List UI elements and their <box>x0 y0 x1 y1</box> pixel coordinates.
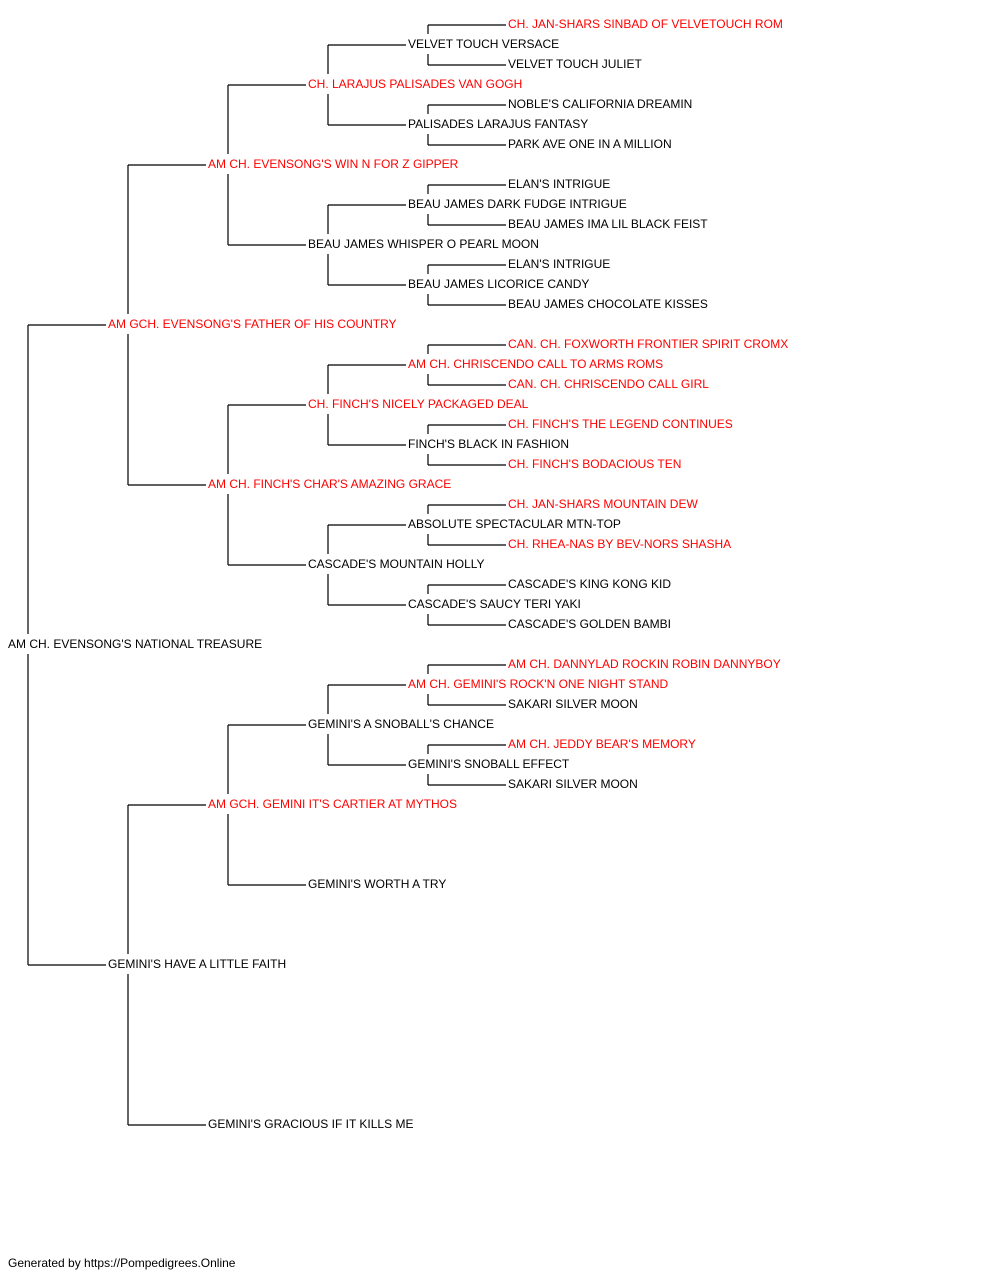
ancestor-name: BEAU JAMES LICORICE CANDY <box>408 277 589 291</box>
ancestor-name: CASCADE'S MOUNTAIN HOLLY <box>308 557 485 571</box>
champion-ancestor-name: AM CH. FINCH'S CHAR'S AMAZING GRACE <box>208 477 451 491</box>
ancestor-name: ELAN'S INTRIGUE <box>508 177 610 191</box>
ancestor-name: PALISADES LARAJUS FANTASY <box>408 117 588 131</box>
champion-ancestor-name: AM CH. EVENSONG'S WIN N FOR Z GIPPER <box>208 157 459 171</box>
champion-ancestor-name: CAN. CH. CHRISCENDO CALL GIRL <box>508 377 709 391</box>
champion-ancestor-name: AM CH. JEDDY BEAR'S MEMORY <box>508 737 696 751</box>
ancestor-name: VELVET TOUCH JULIET <box>508 57 642 71</box>
ancestor-name: GEMINI'S A SNOBALL'S CHANCE <box>308 717 494 731</box>
ancestor-name: BEAU JAMES WHISPER O PEARL MOON <box>308 237 539 251</box>
ancestor-name: GEMINI'S WORTH A TRY <box>308 877 446 891</box>
champion-ancestor-name: AM GCH. EVENSONG'S FATHER OF HIS COUNTRY <box>108 317 397 331</box>
ancestor-name: SAKARI SILVER MOON <box>508 697 638 711</box>
champion-ancestor-name: AM CH. GEMINI'S ROCK'N ONE NIGHT STAND <box>408 677 668 691</box>
ancestor-name: GEMINI'S HAVE A LITTLE FAITH <box>108 957 286 971</box>
ancestor-name: ABSOLUTE SPECTACULAR MTN-TOP <box>408 517 621 531</box>
footer-credit: Generated by https://Pompedigrees.Online <box>8 1256 236 1270</box>
champion-ancestor-name: CH. FINCH'S BODACIOUS TEN <box>508 457 681 471</box>
ancestor-name: VELVET TOUCH VERSACE <box>408 37 559 51</box>
champion-ancestor-name: CH. LARAJUS PALISADES VAN GOGH <box>308 77 522 91</box>
ancestor-name: CASCADE'S KING KONG KID <box>508 577 671 591</box>
ancestor-name: PARK AVE ONE IN A MILLION <box>508 137 672 151</box>
ancestor-name: FINCH'S BLACK IN FASHION <box>408 437 569 451</box>
ancestor-name: BEAU JAMES IMA LIL BLACK FEIST <box>508 217 708 231</box>
champion-ancestor-name: CH. JAN-SHARS SINBAD OF VELVETOUCH ROM <box>508 17 783 31</box>
champion-ancestor-name: AM GCH. GEMINI IT'S CARTIER AT MYTHOS <box>208 797 457 811</box>
pedigree-labels: AM CH. EVENSONG'S NATIONAL TREASURE AM GC… <box>8 17 788 1131</box>
champion-ancestor-name: CH. RHEA-NAS BY BEV-NORS SHASHA <box>508 537 731 551</box>
ancestor-name: CASCADE'S SAUCY TERI YAKI <box>408 597 581 611</box>
champion-ancestor-name: AM CH. DANNYLAD ROCKIN ROBIN DANNYBOY <box>508 657 781 671</box>
ancestor-name: ELAN'S INTRIGUE <box>508 257 610 271</box>
ancestor-name: GEMINI'S SNOBALL EFFECT <box>408 757 570 771</box>
champion-ancestor-name: AM CH. CHRISCENDO CALL TO ARMS ROMS <box>408 357 663 371</box>
ancestor-name: GEMINI'S GRACIOUS IF IT KILLS ME <box>208 1117 413 1131</box>
ancestor-name: SAKARI SILVER MOON <box>508 777 638 791</box>
ancestor-name: BEAU JAMES DARK FUDGE INTRIGUE <box>408 197 627 211</box>
pedigree-connectors <box>27 24 506 1126</box>
champion-ancestor-name: CAN. CH. FOXWORTH FRONTIER SPIRIT CROMX <box>508 337 788 351</box>
champion-ancestor-name: CH. FINCH'S NICELY PACKAGED DEAL <box>308 397 529 411</box>
champion-ancestor-name: CH. JAN-SHARS MOUNTAIN DEW <box>508 497 698 511</box>
ancestor-name: AM CH. EVENSONG'S NATIONAL TREASURE <box>8 637 262 651</box>
ancestor-name: CASCADE'S GOLDEN BAMBI <box>508 617 671 631</box>
ancestor-name: BEAU JAMES CHOCOLATE KISSES <box>508 297 708 311</box>
champion-ancestor-name: CH. FINCH'S THE LEGEND CONTINUES <box>508 417 733 431</box>
ancestor-name: NOBLE'S CALIFORNIA DREAMIN <box>508 97 692 111</box>
